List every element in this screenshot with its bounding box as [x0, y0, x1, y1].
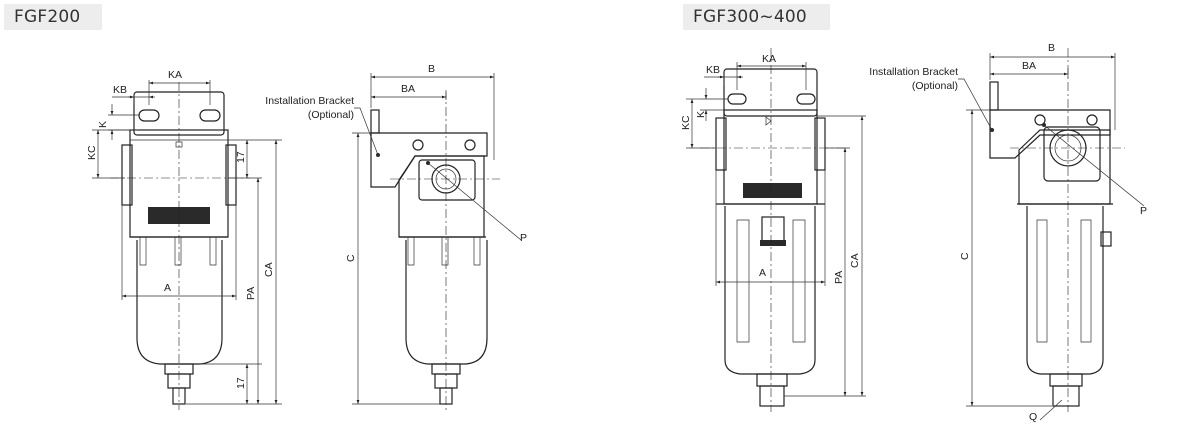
fgf200-front-view: KA KB K KC A 17 PA 17 CA [86, 69, 282, 410]
callout-bracket-line2: (Optional) [308, 109, 354, 121]
dim-p-2: P [1140, 205, 1147, 217]
dim-b-2: B [1048, 42, 1055, 54]
dim-ka-2: KA [762, 53, 776, 65]
model-label-fgf200: FGF200 [4, 4, 102, 30]
dim-a-2: A [759, 267, 766, 279]
dim-kb: KB [113, 84, 127, 96]
dim-k-2: K [695, 111, 707, 118]
dim-c-2: C [959, 252, 971, 260]
dim-17-top: 17 [235, 151, 247, 163]
dim-kb-2: KB [706, 64, 720, 76]
dim-a: A [164, 282, 171, 294]
dim-kc: KC [86, 145, 98, 160]
dim-ca-2: CA [849, 253, 861, 268]
dim-q: Q [1029, 411, 1037, 423]
dim-ba-2: BA [1022, 60, 1036, 72]
dim-pa-2: PA [833, 271, 845, 284]
fgf200-side-view: B BA C P Installation Bracket (Optional) [265, 63, 527, 410]
fgf300-front-view: KA KB K KC A PA CA [680, 48, 866, 412]
dim-b: B [428, 63, 435, 75]
dim-k: K [97, 121, 109, 128]
dim-ka: KA [168, 69, 182, 81]
fgf300-side-view: B BA C P Q Installation Bracket (Optiona… [869, 42, 1147, 423]
dim-pa: PA [245, 287, 257, 300]
callout-bracket-line1: Installation Bracket [265, 95, 354, 107]
dim-kc-2: KC [680, 115, 692, 130]
model-label-fgf300-400: FGF300~400 [683, 4, 830, 30]
dim-ba: BA [401, 83, 415, 95]
dim-p: P [520, 232, 527, 244]
dim-c: C [345, 254, 357, 262]
dim-17-bottom: 17 [235, 377, 247, 389]
callout-bracket-line1-2: Installation Bracket [869, 66, 958, 78]
callout-bracket-line2-2: (Optional) [912, 80, 958, 92]
dim-ca: CA [263, 262, 275, 277]
